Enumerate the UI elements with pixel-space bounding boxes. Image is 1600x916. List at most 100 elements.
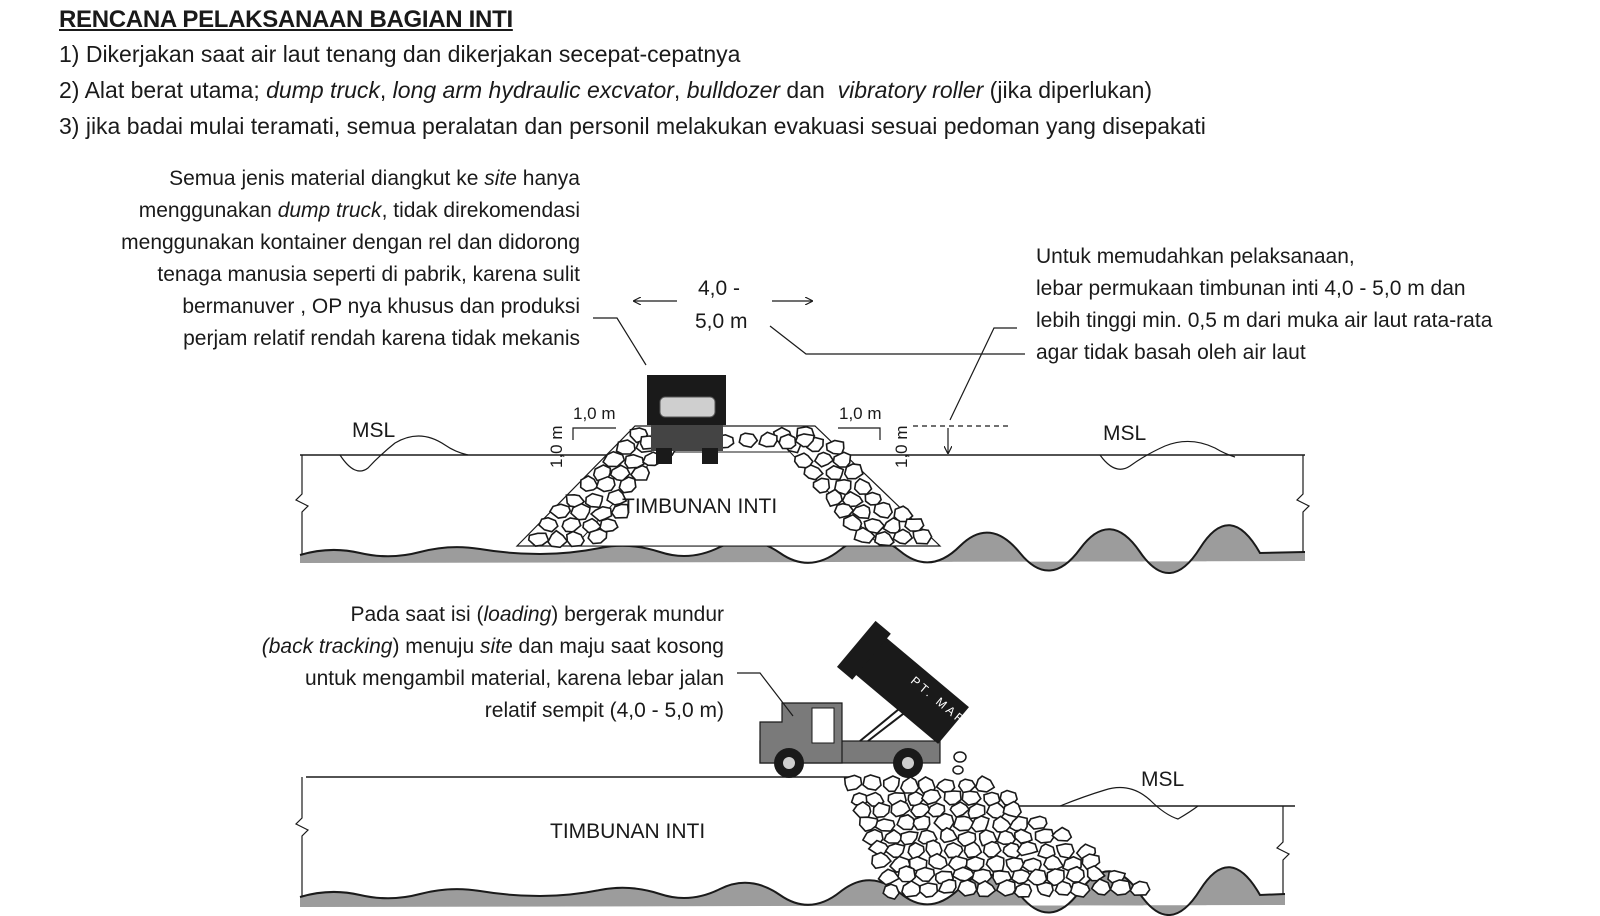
bottom-truck: PT. MAR: [759, 620, 969, 778]
top-dim-right-h-line: [838, 427, 881, 440]
rock: [587, 528, 608, 545]
rock: [565, 530, 586, 548]
rock: [1002, 800, 1023, 819]
rock: [992, 815, 1012, 834]
rock: [901, 879, 922, 898]
rock: [602, 450, 626, 468]
rock: [813, 451, 835, 468]
rock: [547, 529, 569, 549]
top-width-label-1: 4,0 -: [698, 277, 740, 300]
rock: [758, 431, 778, 448]
rock: [914, 866, 936, 883]
rock: [952, 815, 976, 832]
rock: [579, 474, 600, 493]
rock: [1086, 864, 1106, 882]
top-dim-left-v: 1,0 m: [547, 425, 566, 468]
bottom-right-boundary: [1275, 806, 1291, 895]
point-2-text-2: ,: [379, 77, 393, 103]
rock: [873, 501, 894, 519]
top-msl-label-left: MSL: [352, 419, 395, 442]
point-2-dump-truck: dump truck: [266, 77, 380, 103]
rock: [1065, 865, 1085, 883]
rock: [965, 855, 985, 872]
rock: [882, 883, 901, 901]
rock: [939, 826, 959, 844]
bottom-seabed: [300, 867, 1285, 916]
rock: [1042, 854, 1065, 871]
note-width-line-1: Untuk memudahkan pelaksanaan,: [1036, 245, 1355, 268]
bottom-msl-label: MSL: [1141, 768, 1184, 791]
rock: [864, 491, 882, 506]
rock: [778, 433, 797, 450]
point-2-bulldozer: bulldozer: [686, 77, 781, 103]
note-width-line-2: lebar permukaan timbunan inti 4,0 - 5,0 …: [1036, 277, 1466, 300]
rock: [833, 502, 855, 519]
point-2: 2) Alat berat utama; dump truck, long ar…: [59, 77, 1152, 104]
rock: [803, 464, 824, 481]
rock: [1090, 878, 1112, 896]
rock: [961, 790, 982, 806]
top-armor-rocks: [527, 424, 933, 549]
rock: [599, 517, 619, 533]
rock: [883, 828, 904, 844]
rock: [825, 488, 844, 508]
rock: [794, 433, 816, 448]
top-msl-wave-right: [1099, 440, 1236, 470]
bottom-leader: [737, 672, 794, 717]
rock: [853, 526, 876, 544]
rock: [943, 841, 964, 859]
rock: [871, 851, 893, 870]
rock: [893, 505, 914, 523]
top-leader-right: [769, 325, 1025, 355]
rock: [899, 830, 919, 846]
top-dim-left-h: 1,0 m: [573, 404, 616, 423]
top-core-label: TIMBUNAN INTI: [622, 495, 777, 518]
bottom-diagram: MSL TIMBUNAN INTI PT. MAR: [294, 620, 1295, 916]
rock: [1034, 828, 1055, 844]
rock: [618, 476, 637, 494]
rock: [863, 517, 886, 534]
rock: [1109, 879, 1132, 896]
point-1: 1) Dikerjakan saat air laut tenang dan d…: [59, 41, 741, 67]
bottom-msl-wave: [1059, 787, 1199, 820]
rock: [1051, 826, 1073, 842]
note-dump-truck: Semua jenis material diangkut ke site ha…: [121, 163, 580, 355]
note-back-tracking-line-1: Pada saat isi (loading) bergerak mundur: [350, 603, 724, 626]
top-leader-left: [593, 317, 647, 366]
rock: [896, 813, 916, 831]
rock: [812, 477, 831, 494]
rock: [918, 882, 939, 898]
rock: [610, 503, 630, 519]
rock: [738, 432, 759, 449]
note-dump-truck-line-2: menggunakan dump truck, tidak direkomend…: [138, 199, 580, 222]
point-2-roller: vibratory roller: [837, 77, 984, 103]
rock: [925, 839, 943, 858]
page-title: RENCANA PELAKSANAAN BAGIAN INTI: [59, 6, 513, 33]
rock: [624, 453, 645, 469]
top-dim-left-h-line: [572, 427, 616, 440]
rock: [1055, 842, 1075, 859]
rock: [1027, 815, 1048, 830]
rock: [606, 488, 628, 506]
rock: [851, 504, 871, 520]
top-dim-right-h: 1,0 m: [839, 404, 882, 423]
bottom-left-boundary: [294, 777, 310, 897]
rock: [982, 840, 1002, 858]
note-dump-truck-line-1: Semua jenis material diangkut ke site ha…: [169, 167, 580, 190]
rock: [1054, 880, 1074, 896]
rock: [912, 528, 933, 545]
bottom-dumped-rocks: [843, 774, 1151, 901]
point-2-excavator: long arm hydraulic excvator: [392, 77, 674, 103]
rock: [1035, 881, 1054, 898]
rock: [874, 530, 895, 547]
note-dump-truck-line-6: perjam relatif rendah karena tidak mekan…: [183, 327, 580, 350]
rock: [976, 879, 997, 898]
rock: [843, 774, 863, 792]
rock: [949, 801, 971, 819]
point-2-text-4: dan: [780, 77, 838, 103]
rock: [832, 451, 852, 468]
note-back-tracking: Pada saat isi (loading) bergerak mundur …: [262, 599, 724, 727]
top-width-label-2: 5,0 m: [695, 310, 748, 333]
rock: [825, 464, 845, 481]
note-back-tracking-line-2: (back tracking) menuju site dan maju saa…: [261, 635, 724, 658]
